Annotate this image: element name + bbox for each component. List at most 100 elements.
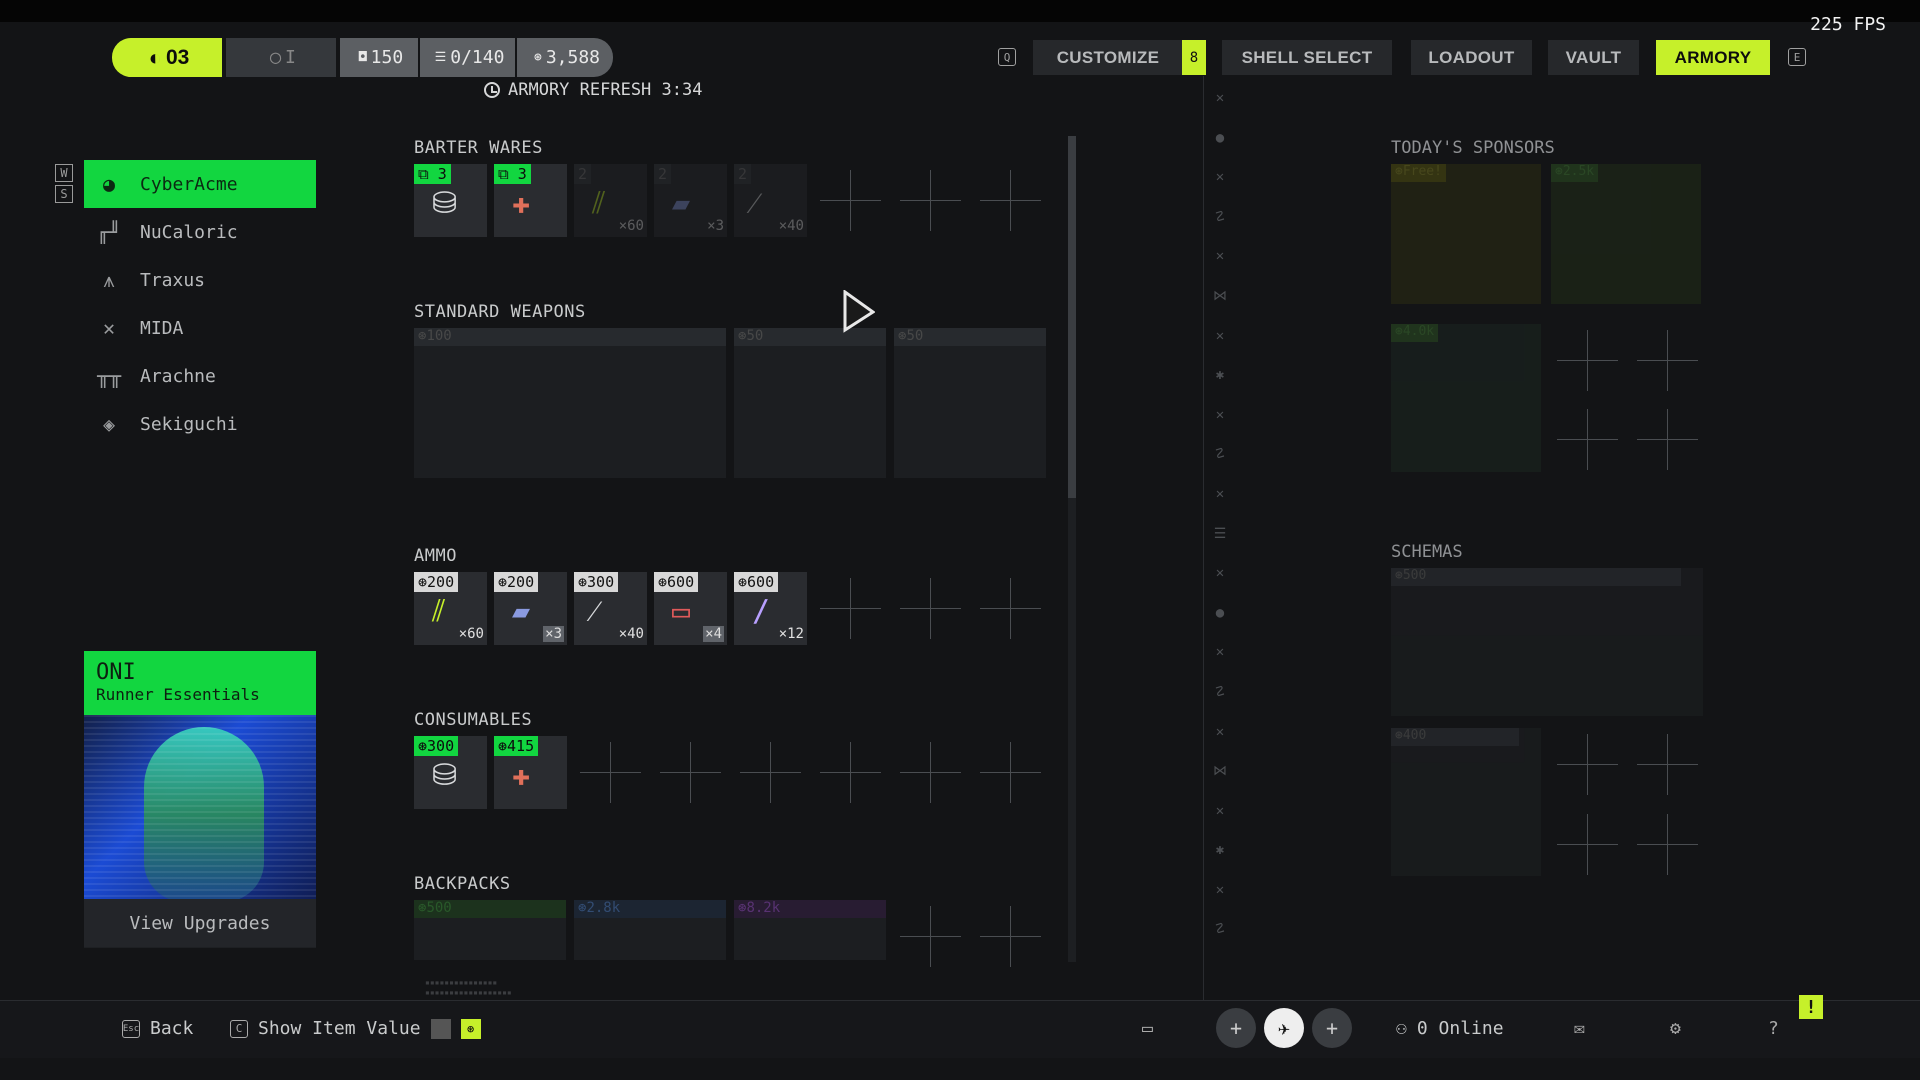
sidebar-item-cyberacme[interactable]: ◕CyberAcme [84, 160, 316, 208]
consumable-item-1[interactable]: ⊛300⛁ [414, 736, 487, 809]
view-upgrades-button[interactable]: View Upgrades [84, 899, 316, 947]
price-tag: 2 [654, 164, 672, 184]
oni-title: ONI [96, 660, 136, 685]
consumable-item-2[interactable]: ⊛415✚ [494, 736, 567, 809]
arachne-icon: ☡ [1215, 446, 1225, 463]
show-item-value-label: Show Item Value [258, 1018, 421, 1039]
sidebar-item-nucaloric[interactable]: ╓╜NuCaloric [84, 208, 316, 256]
ammo-item-2[interactable]: ⊛200▰×3 [494, 572, 567, 645]
schema-item-1[interactable]: ⊛500 [1391, 568, 1703, 716]
price-tag: ⊛600 [654, 572, 699, 592]
mail-icon[interactable]: ✉ [1574, 1018, 1585, 1039]
sponsor-crate-2[interactable]: ⊛2.5k [1551, 164, 1701, 304]
friends-online[interactable]: ⚇0 Online [1396, 1018, 1504, 1039]
barter-item-4[interactable]: 2▰×3 [654, 164, 727, 237]
player-avatar[interactable]: ✈ [1264, 1008, 1304, 1048]
nav-vault[interactable]: VAULT [1548, 40, 1639, 75]
empty-slot [1551, 324, 1624, 397]
alert-notification-icon[interactable]: ! [1799, 995, 1823, 1019]
ammo-item-5[interactable]: ⊛600∕×12 [734, 572, 807, 645]
barter-item-5[interactable]: 2⁄×40 [734, 164, 807, 237]
sidebar-item-sekiguchi[interactable]: ◈Sekiguchi [84, 400, 316, 448]
sponsor-crate-1[interactable]: ⊛Free! [1391, 164, 1541, 304]
coin-icon: ⊛ [533, 50, 542, 65]
sidebar-item-arachne[interactable]: ╥╥Arachne [84, 352, 316, 400]
add-party-left-button[interactable]: + [1216, 1008, 1256, 1048]
sidebar-key-hints: W S [55, 164, 73, 206]
price-value: 2 [578, 165, 588, 183]
x-icon: ✕ [1215, 406, 1225, 423]
arachne-icon: ╥╥ [96, 364, 122, 388]
price-value: 500 [426, 900, 452, 916]
key-s-hint: S [55, 185, 73, 203]
show-item-value-toggle[interactable]: C Show Item Value ⊛ [230, 1018, 481, 1039]
capacity-icon: ☰ [434, 50, 447, 65]
price-tag: ⊛500 [414, 900, 566, 918]
price-value: 100 [426, 328, 452, 344]
price-value: 2.8k [586, 900, 621, 916]
x-icon: ✕ [1215, 723, 1225, 740]
barter-item-3[interactable]: 2⫽×60 [574, 164, 647, 237]
mida-icon: ✱ [1215, 367, 1225, 384]
item-cell-icon: ▰ [672, 186, 691, 221]
weapon-rifle[interactable]: ⊛100 [414, 328, 726, 478]
item-ammo-icon: ⫽ [592, 186, 606, 221]
oni-runner-card[interactable]: ONI Runner Essentials View Upgrades [84, 651, 316, 948]
nav-customize[interactable]: CUSTOMIZE [1033, 40, 1183, 75]
nav-loadout[interactable]: LOADOUT [1411, 40, 1532, 75]
weapon-pistol[interactable]: ⊛50 [734, 328, 886, 478]
empty-slot [894, 572, 967, 645]
ammo-item-4[interactable]: ⊛600▭×4 [654, 572, 727, 645]
section-standard-weapons: STANDARD WEAPONS [414, 302, 586, 322]
runner-level-icon: ◐ [148, 44, 162, 70]
ammo-item-1[interactable]: ⊛200⫽×60 [414, 572, 487, 645]
x-icon: ✕ [1215, 327, 1225, 344]
price-value: 300 [587, 573, 615, 591]
chat-icon[interactable]: ▭ [1142, 1018, 1153, 1039]
rank-icon: ◯ [270, 47, 281, 68]
price-value: 200 [427, 573, 455, 591]
help-icon[interactable]: ? [1768, 1018, 1779, 1039]
sidebar-item-traxus[interactable]: ⩚Traxus [84, 256, 316, 304]
section-ammo: AMMO [414, 546, 457, 566]
price-tag: ⊛50 [734, 328, 886, 346]
item-canister-icon: ⛁ [432, 758, 458, 793]
weapon-sidearm[interactable]: ⊛50 [894, 328, 1046, 478]
barter-item-1[interactable]: ⧉ 3⛁ [414, 164, 487, 237]
empty-slot [1551, 728, 1624, 801]
settings-gear-icon[interactable]: ⚙ [1670, 1018, 1681, 1039]
ammo-item-3[interactable]: ⊛300⁄×40 [574, 572, 647, 645]
nav-armory[interactable]: ARMORY [1656, 40, 1770, 75]
backpack-item-1[interactable]: ⊛500 [414, 900, 566, 960]
item-count: ×60 [458, 626, 484, 642]
nav-shell-select[interactable]: SHELL SELECT [1222, 40, 1392, 75]
item-medkit-icon: ✚ [512, 758, 531, 793]
price-value: 3 [437, 165, 447, 183]
customize-badge: 8 [1182, 40, 1206, 75]
coin-toggle-icon[interactable]: ⊛ [460, 1018, 481, 1039]
backpack-item-2[interactable]: ⊛2.8k [574, 900, 726, 960]
oni-portrait [84, 715, 316, 899]
backpack-item-3[interactable]: ⊛8.2k [734, 900, 886, 960]
list-scrollbar[interactable] [1068, 136, 1076, 962]
x-icon: ✕ [1215, 248, 1225, 265]
section-consumables: CONSUMABLES [414, 710, 533, 730]
x-icon: ✕ [1215, 644, 1225, 661]
barter-item-2[interactable]: ⧉ 3✚ [494, 164, 567, 237]
toggle-off[interactable] [430, 1018, 451, 1039]
empty-slot [1551, 403, 1624, 476]
empty-slot [814, 164, 887, 237]
add-party-right-button[interactable]: + [1312, 1008, 1352, 1048]
sekiguchi-icon: ☰ [1213, 525, 1227, 542]
c-key-hint: C [230, 1019, 248, 1038]
faction-strip: ✕●✕☡✕⋈✕✱✕☡✕☰✕●✕☡✕⋈✕✱✕☡ [1212, 90, 1228, 961]
light-ammo-icon: ⫽ [432, 594, 446, 629]
sidebar-item-mida[interactable]: ✕MIDA [84, 304, 316, 352]
empty-slot [894, 736, 967, 809]
armory-refresh-timer: ARMORY REFRESH 3:34 [484, 80, 702, 100]
schema-item-2[interactable]: ⊛400 [1391, 728, 1541, 876]
scrollbar-thumb[interactable] [1068, 136, 1076, 498]
sponsor-crate-3[interactable]: ⊛4.0k [1391, 324, 1541, 472]
sniper-round-icon: ∕ [752, 594, 771, 629]
